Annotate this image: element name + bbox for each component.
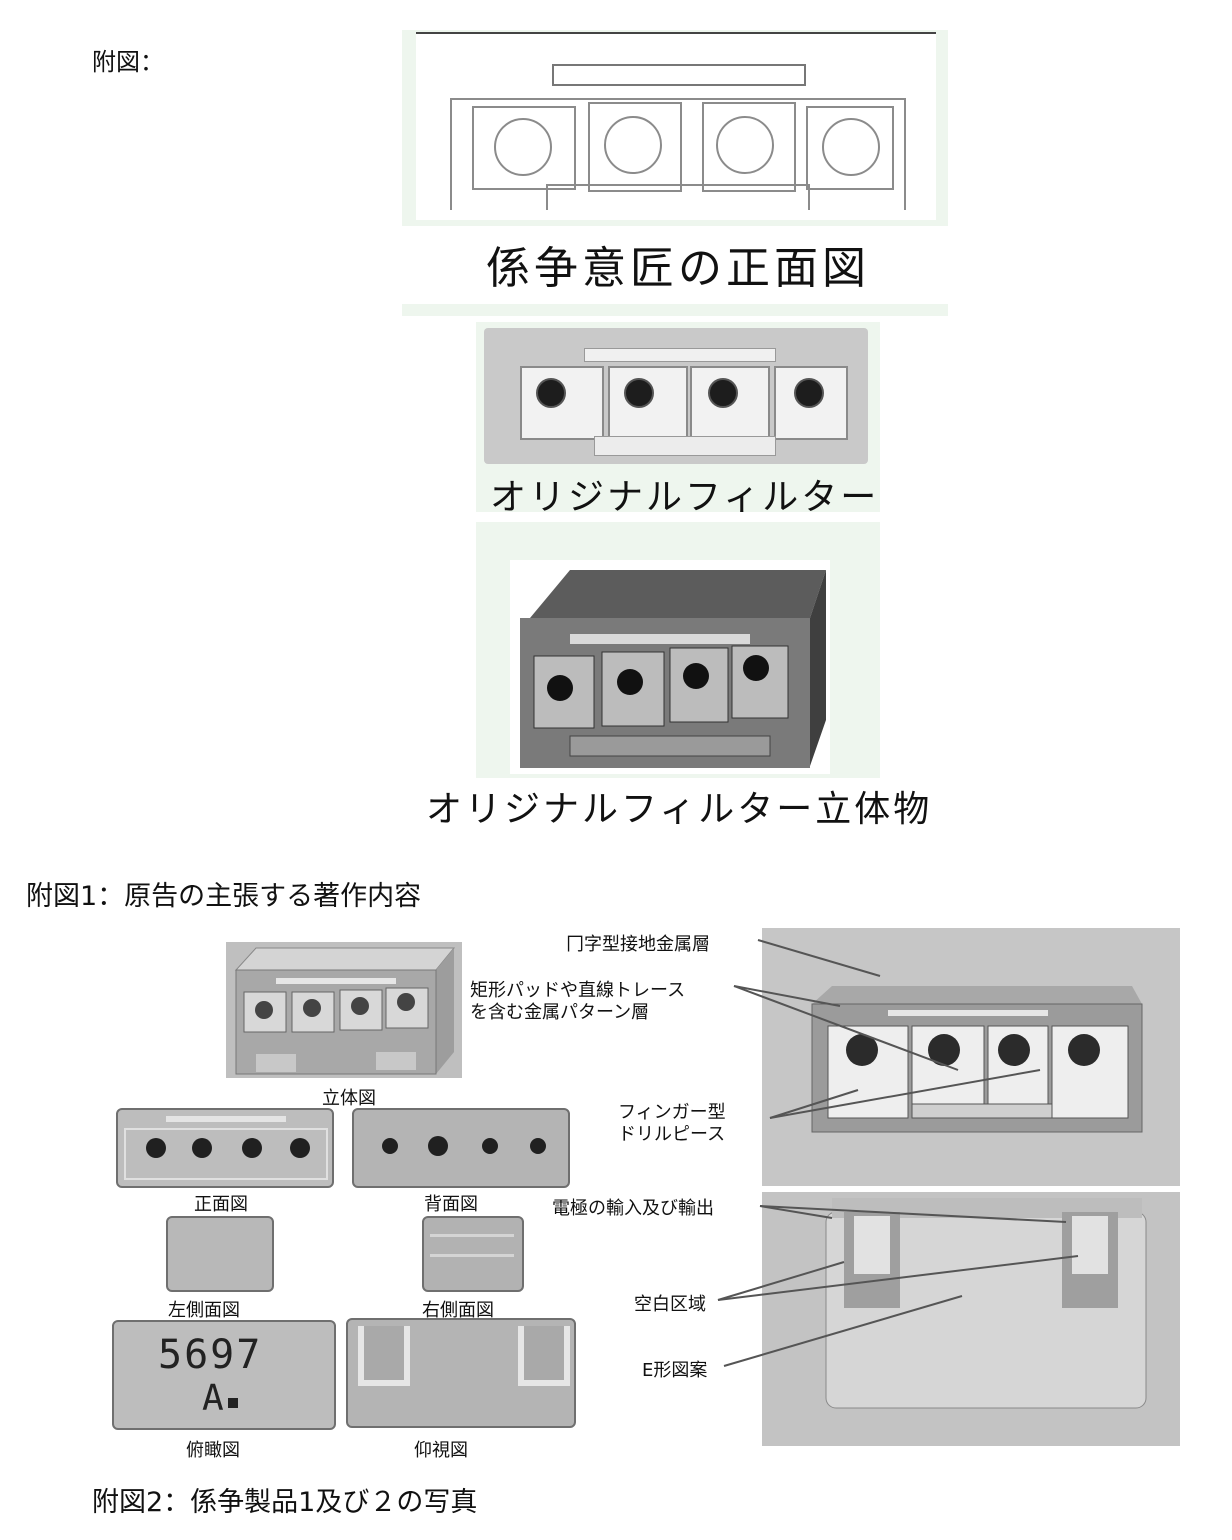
annotated-bottom-photo bbox=[762, 1192, 1180, 1446]
original-filter-hole-4 bbox=[794, 378, 824, 408]
perspective-view-photo bbox=[226, 942, 462, 1078]
callout-finger-line2: ドリルピース bbox=[618, 1124, 726, 1145]
front-view-caption: 係争意匠の正面図 bbox=[486, 243, 870, 294]
callout-e-pattern: E形図案 bbox=[642, 1360, 708, 1381]
original-filter-3d-photo bbox=[520, 570, 826, 768]
original-filter-3d-frame bbox=[510, 560, 830, 774]
separator-strip bbox=[402, 304, 948, 316]
top-view-marking-line1: 5697 bbox=[158, 1332, 263, 1378]
original-filter-photo bbox=[484, 328, 868, 464]
original-filter-3d-caption: オリジナルフィルター立体物 bbox=[426, 789, 933, 830]
top-view-marking-line2: A bbox=[202, 1378, 224, 1419]
front-view-label: 正面図 bbox=[194, 1194, 248, 1215]
filter-3d-hole-2 bbox=[617, 669, 643, 695]
callout-blank-area: 空白区域 bbox=[634, 1294, 706, 1315]
left-side-view-photo bbox=[166, 1216, 274, 1292]
fig2-title: 附図2：係争製品1及び２の写真 bbox=[92, 1487, 478, 1518]
callout-pattern-layer-line1: 矩形パッドや直線トレース bbox=[470, 980, 686, 1001]
front-view-top-strip bbox=[552, 64, 806, 86]
back-view-photo bbox=[352, 1108, 570, 1188]
front-view-drawing-panel bbox=[402, 30, 948, 226]
annotated-front-photo bbox=[762, 928, 1180, 1186]
callout-pattern-layer-line2: を含む金属パターン層 bbox=[470, 1002, 650, 1023]
front-view-pad-1-circle bbox=[494, 118, 552, 176]
callout-ground-layer: 冂字型接地金属層 bbox=[566, 934, 710, 955]
back-view-label: 背面図 bbox=[424, 1194, 478, 1215]
filter-3d-hole-4 bbox=[743, 655, 769, 681]
filter-3d-strip bbox=[570, 634, 750, 644]
original-filter-3d-panel bbox=[476, 522, 880, 778]
fig1-title: 附図1：原告の主張する著作内容 bbox=[26, 881, 422, 912]
bottom-view-label: 仰視図 bbox=[414, 1440, 468, 1461]
front-view-bottom-trace bbox=[546, 184, 810, 210]
front-view-drawing bbox=[416, 32, 936, 220]
callout-electrode-io: 電極の輸入及び輸出 bbox=[552, 1198, 714, 1219]
bottom-view-photo bbox=[346, 1318, 576, 1428]
right-side-view-label: 右側面図 bbox=[422, 1300, 494, 1321]
original-filter-hole-1 bbox=[536, 378, 566, 408]
original-filter-bottom-trace bbox=[594, 436, 776, 456]
front-view-photo bbox=[116, 1108, 334, 1188]
top-view-marking-dot bbox=[228, 1398, 238, 1408]
original-filter-caption: オリジナルフィルター bbox=[490, 477, 880, 518]
top-view-photo: 5697 A bbox=[112, 1320, 336, 1430]
original-filter-strip bbox=[584, 348, 776, 362]
left-side-view-label: 左側面図 bbox=[168, 1300, 240, 1321]
filter-3d-side-face bbox=[810, 570, 826, 766]
filter-3d-hole-3 bbox=[683, 663, 709, 689]
front-view-pad-2-circle bbox=[604, 116, 662, 174]
original-filter-hole-3 bbox=[708, 378, 738, 408]
original-filter-hole-2 bbox=[624, 378, 654, 408]
callout-finger-line1: フィンガー型 bbox=[618, 1102, 726, 1123]
perspective-view-label: 立体図 bbox=[322, 1088, 376, 1109]
filter-3d-top-face bbox=[530, 570, 826, 618]
right-side-view-photo bbox=[422, 1216, 524, 1292]
filter-3d-bottom-trace bbox=[569, 735, 771, 757]
front-view-frame bbox=[450, 98, 906, 210]
top-view-label: 俯瞰図 bbox=[186, 1440, 240, 1461]
original-filter-pad-1 bbox=[520, 366, 604, 440]
original-filter-panel: オリジナルフィルター bbox=[476, 322, 880, 518]
front-view-pad-4-circle bbox=[822, 118, 880, 176]
filter-3d-hole-1 bbox=[547, 675, 573, 701]
header-label: 附図： bbox=[92, 48, 164, 76]
front-view-pad-3-circle bbox=[716, 116, 774, 174]
